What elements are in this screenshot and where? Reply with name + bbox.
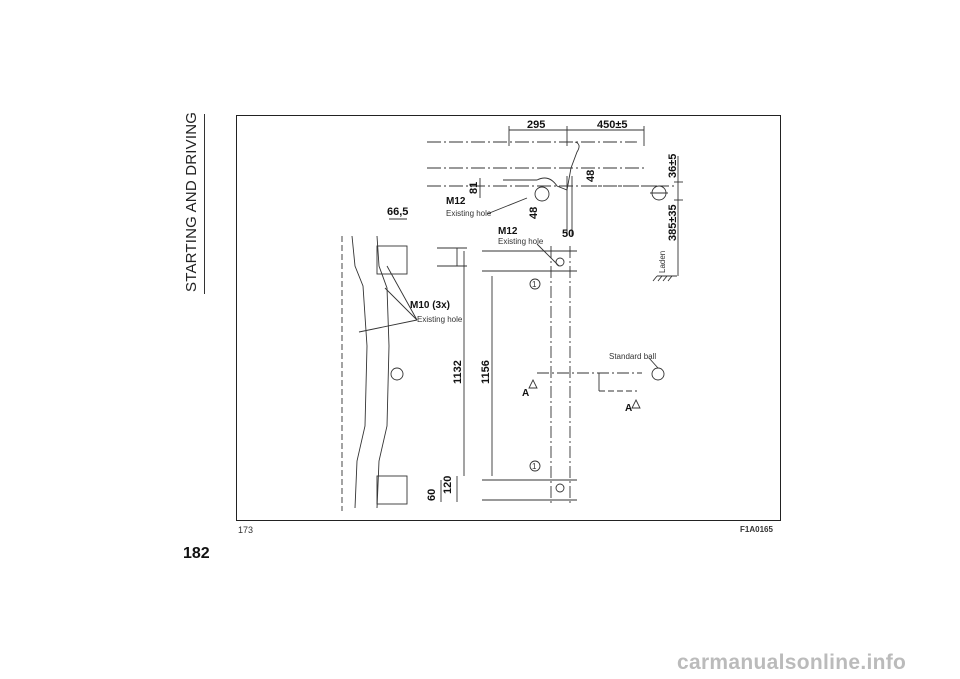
callout-1-bottom [529,460,541,472]
figure-frame: 295 450±5 36±5 385±35 Laden 81 48 48 50 … [236,115,781,521]
label-existing-hole-1: Existing hole [446,209,492,218]
footer-watermark: carmanualsonline.info [677,651,907,674]
dim-36: 36±5 [667,154,679,178]
figure-code: F1A0165 [740,525,773,534]
label-existing-hole-3: Existing hole [417,315,463,324]
laden-label: Laden [658,251,667,273]
label-m10: M10 (3x) [410,300,450,311]
page-number: 182 [183,545,210,562]
dim-60: 60 [426,489,438,501]
label-m12-mid: M12 [498,226,518,237]
dim-1156: 1156 [480,360,492,384]
dim-66-5: 66,5 [387,206,408,218]
dim-295: 295 [527,119,545,131]
dim-48-side: 48 [528,207,540,219]
svg-text:1: 1 [532,462,537,471]
dim-1132: 1132 [452,360,464,384]
dim-48-top: 48 [585,170,597,182]
section-a-right: A [625,403,632,414]
label-m12-top: M12 [446,196,466,207]
svg-text:1: 1 [532,280,537,289]
side-title-rule [204,114,205,294]
technical-drawing: 295 450±5 36±5 385±35 Laden 81 48 48 50 … [341,119,683,511]
figure-number: 173 [238,525,254,535]
dim-120: 120 [442,476,454,494]
dim-50: 50 [562,228,574,240]
label-standard-ball: Standard ball [609,352,656,361]
callout-1-top [529,278,541,290]
dim-450: 450±5 [597,119,628,131]
side-title: STARTING AND DRIVING [183,111,200,292]
dim-81: 81 [468,182,480,194]
dim-385: 385±35 [667,204,679,241]
label-existing-hole-2: Existing hole [498,237,544,246]
section-a-left: A [522,388,529,399]
